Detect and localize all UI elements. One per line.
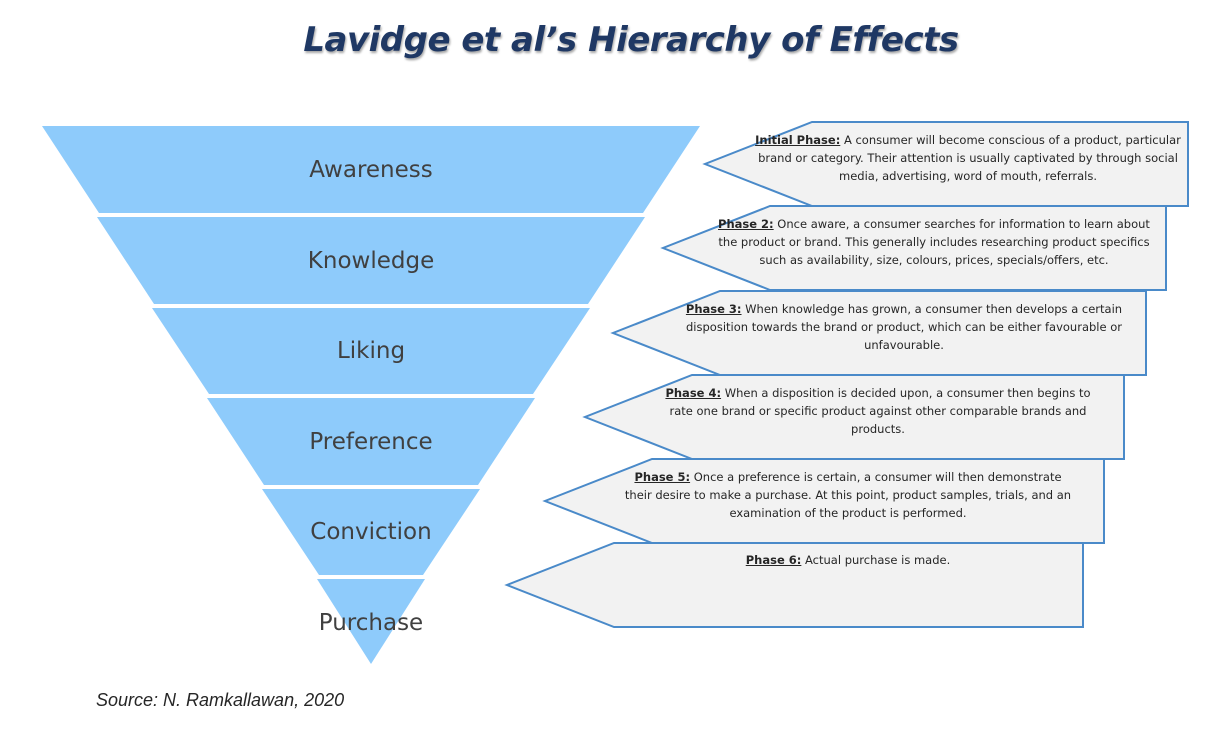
callout-body: Once aware, a consumer searches for info… bbox=[718, 217, 1150, 267]
callout-body: When knowledge has grown, a consumer the… bbox=[686, 302, 1123, 352]
funnel-label-conviction: Conviction bbox=[310, 519, 431, 545]
callouts bbox=[504, 121, 1189, 628]
funnel-layer-knowledge bbox=[97, 217, 645, 304]
funnel-layer-purchase bbox=[317, 579, 425, 664]
funnel: Awareness Knowledge Liking Preference Co… bbox=[42, 126, 700, 664]
funnel-layer-liking bbox=[152, 308, 590, 394]
funnel-layer-preference bbox=[207, 398, 535, 485]
callout-body: Once a preference is certain, a consumer… bbox=[624, 470, 1072, 520]
funnel-label-knowledge: Knowledge bbox=[308, 248, 434, 274]
callout-text-phase-2: Phase 2: Once aware, a consumer searches… bbox=[716, 215, 1152, 269]
funnel-label-awareness: Awareness bbox=[309, 157, 433, 183]
callout-heading: Phase 4: bbox=[665, 386, 722, 400]
callout-text-phase-5: Phase 5: Once a preference is certain, a… bbox=[622, 468, 1074, 522]
funnel-label-purchase: Purchase bbox=[319, 610, 423, 636]
callout-phase-6 bbox=[504, 542, 1084, 628]
source-caption: Source: N. Ramkallawan, 2020 bbox=[96, 690, 345, 710]
funnel-layer-conviction bbox=[262, 489, 480, 575]
funnel-label-liking: Liking bbox=[337, 338, 405, 364]
callout-body: Actual purchase is made. bbox=[801, 553, 951, 567]
callout-heading: Phase 6: bbox=[745, 553, 802, 567]
callout-body: A consumer will become conscious of a pr… bbox=[758, 133, 1181, 183]
callout-heading: Phase 2: bbox=[718, 217, 774, 231]
funnel-label-preference: Preference bbox=[309, 429, 432, 455]
callout-body: When a disposition is decided upon, a co… bbox=[669, 386, 1091, 436]
callout-text-phase-4: Phase 4: When a disposition is decided u… bbox=[652, 384, 1104, 438]
callout-heading: Phase 3: bbox=[685, 302, 742, 316]
callout-heading: Phase 5: bbox=[634, 470, 691, 484]
diagram-title: Lavidge et al’s Hierarchy of Effects bbox=[303, 20, 959, 60]
callout-text-initial-phase: Initial Phase: A consumer will become co… bbox=[752, 131, 1184, 185]
callout-text-phase-3: Phase 3: When knowledge has grown, a con… bbox=[682, 300, 1126, 354]
callout-heading: Initial Phase: bbox=[755, 133, 841, 147]
callout-text-phase-6: Phase 6: Actual purchase is made. bbox=[622, 551, 1074, 569]
funnel-layer-awareness bbox=[42, 126, 700, 213]
